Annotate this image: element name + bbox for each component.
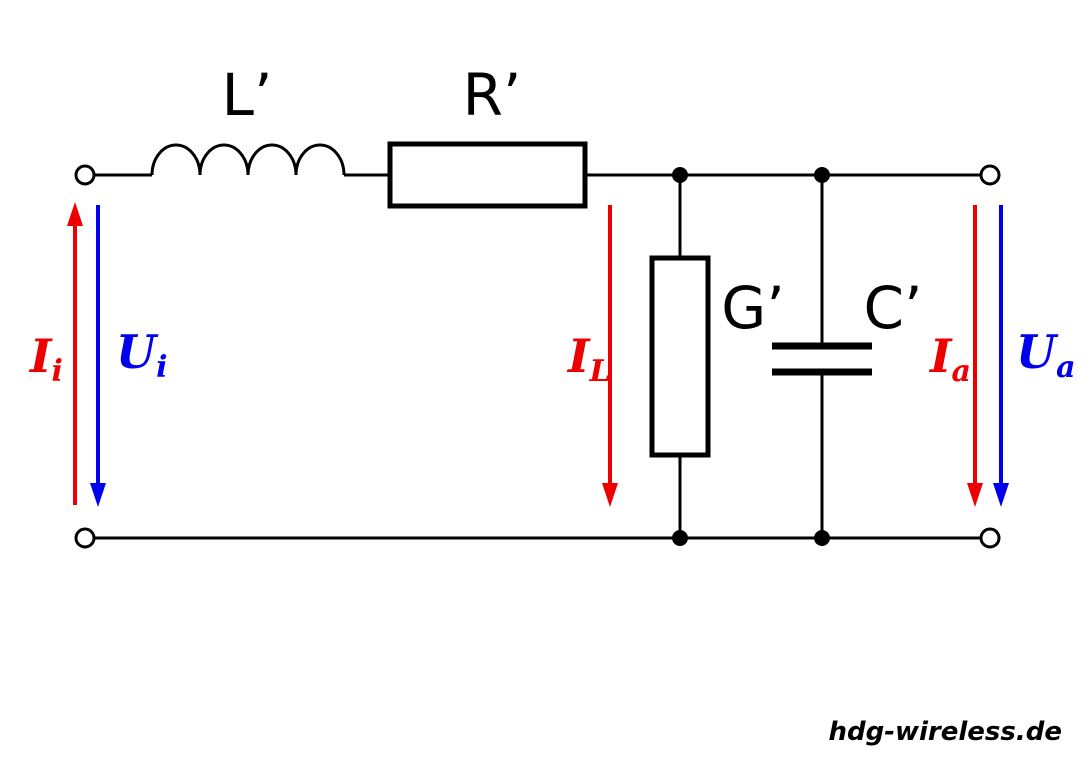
output-voltage-arrowhead <box>993 483 1009 507</box>
output-current-arrowhead <box>967 483 983 507</box>
shunt-current-label: IL <box>566 329 611 389</box>
output-current-label: Ia <box>928 329 971 389</box>
output-terminal-bottom <box>979 527 1001 549</box>
junction-dot-capacitor-top <box>814 167 830 183</box>
junction-dot-conductance-top <box>672 167 688 183</box>
capacitor-label: C’ <box>864 274 923 342</box>
inductor-coil <box>150 143 346 176</box>
shunt-current-arrowhead <box>602 483 618 507</box>
conductance-body <box>649 255 711 458</box>
junction-dot-conductance-bottom <box>672 530 688 546</box>
output-terminal-top <box>979 164 1001 186</box>
watermark-text: hdg-wireless.de <box>828 717 1062 747</box>
junction-dot-capacitor-bottom <box>814 530 830 546</box>
input-current-label: Ii <box>28 329 63 389</box>
resistor-label: R’ <box>463 61 522 129</box>
output-voltage-label: Ua <box>1016 325 1076 385</box>
input-terminal-top <box>74 164 96 186</box>
inductor-label: L’ <box>222 61 273 129</box>
conductance-label: G’ <box>721 274 784 342</box>
input-current-arrowhead <box>67 202 83 226</box>
input-terminal-bottom <box>74 527 96 549</box>
input-voltage-arrowhead <box>90 483 106 507</box>
input-voltage-label: Ui <box>116 325 168 385</box>
resistor-body <box>387 141 588 209</box>
